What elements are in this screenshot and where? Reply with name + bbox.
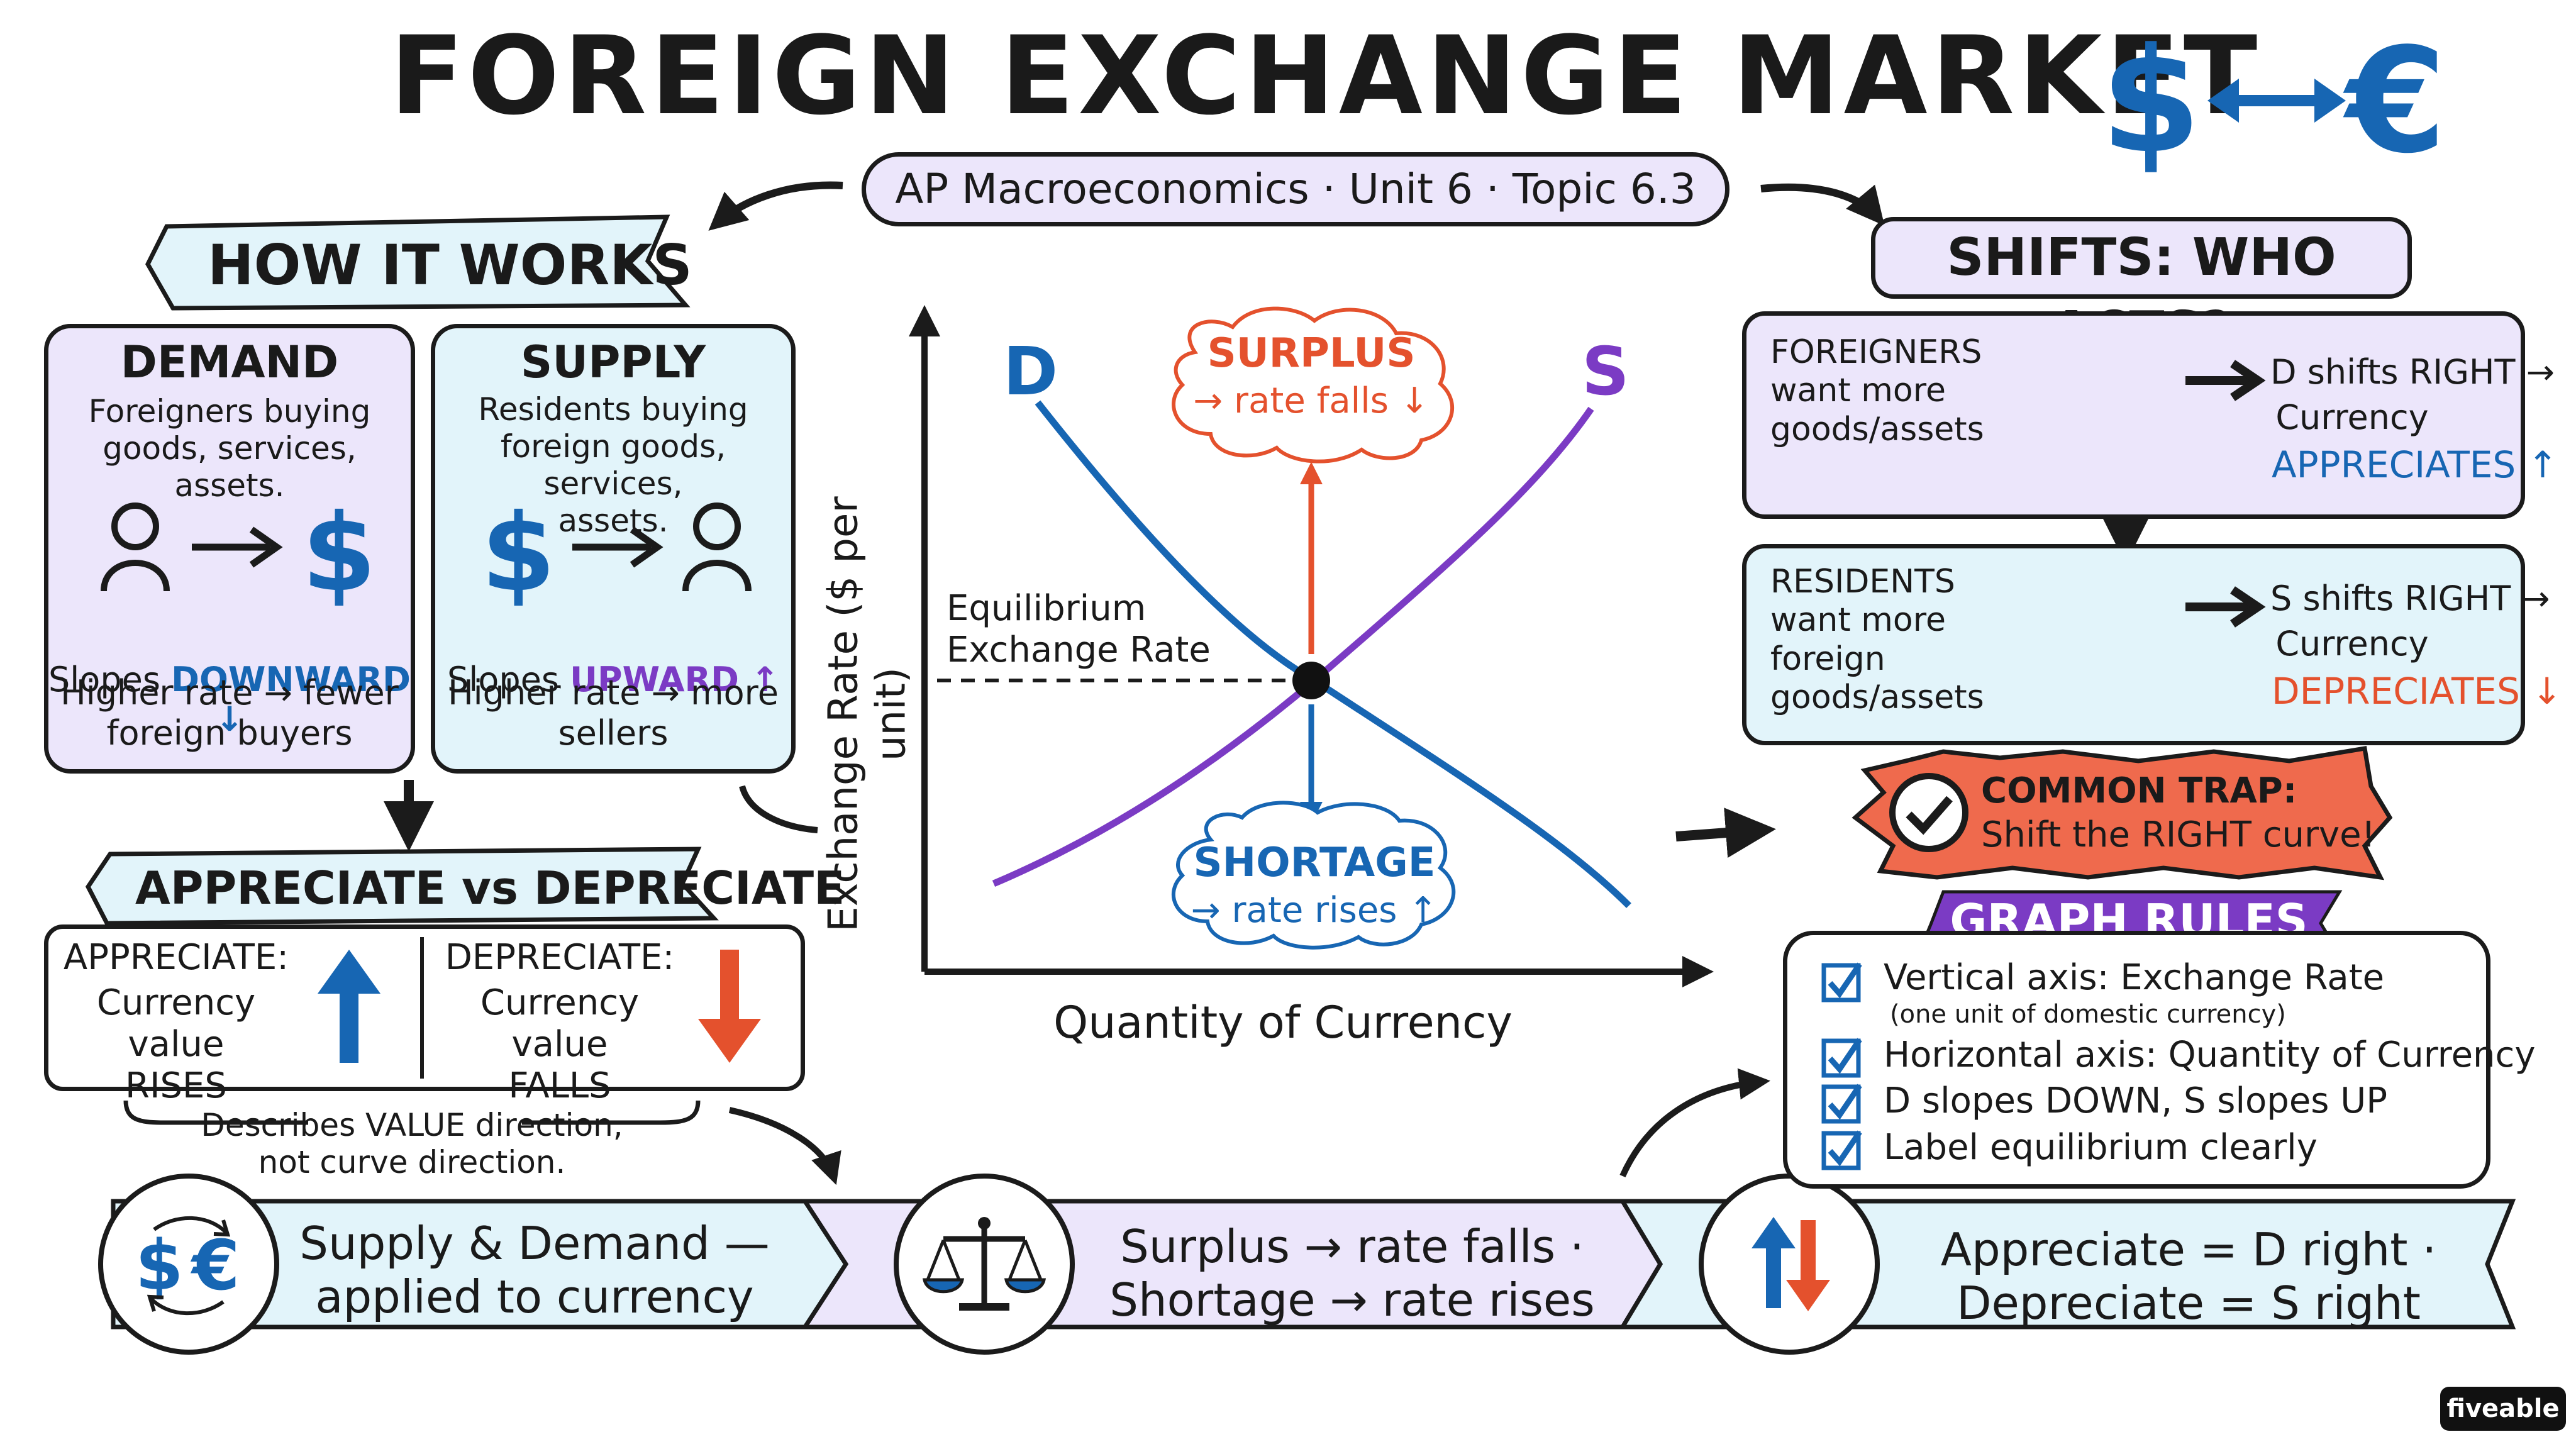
rule-1-sub: (one unit of domestic currency) xyxy=(1890,1000,2286,1029)
page-title: FOREIGN EXCHANGE MARKET xyxy=(390,13,2262,139)
arrow-graph-to-trap xyxy=(1675,808,1776,858)
shifts-banner: SHIFTS: WHO ACTS? xyxy=(1871,217,2412,360)
surplus-desc: → rate falls ↓ xyxy=(1193,380,1430,421)
demand-title: DEMAND xyxy=(120,336,339,388)
demand-curve-label: D xyxy=(1003,333,1058,410)
brand-text: fiveable xyxy=(2446,1394,2560,1423)
depreciate-title: DEPRECIATE: xyxy=(445,937,675,978)
supply-title: SUPPLY xyxy=(520,336,706,388)
demand-slope-value: DOWNWARD ↓ xyxy=(171,659,411,740)
equilibrium-label: Equilibrium Exchange Rate xyxy=(947,588,1211,671)
appreciate-divider xyxy=(420,937,424,1079)
shortage-desc: → rate rises ↑ xyxy=(1191,890,1438,931)
rule-4-text: Label equilibrium clearly xyxy=(1884,1127,2318,1168)
arrow-up-icon xyxy=(311,947,387,1066)
demand-note: Higher rate → fewer foreign buyers xyxy=(60,673,399,753)
appreciate-banner: APPRECIATE vs DEPRECIATE xyxy=(135,862,845,914)
svg-text:$: $ xyxy=(2101,18,2201,186)
residents-currency: Currency xyxy=(2275,624,2429,663)
supply-curve-label: S xyxy=(1582,333,1629,410)
rule-3-text: D slopes DOWN, S slopes UP xyxy=(1884,1080,2388,1121)
supply-slope: Slopes UPWARD ↑ xyxy=(431,619,796,699)
bracket-icon xyxy=(119,1097,704,1135)
graph-x-label: Quantity of Currency xyxy=(1053,997,1513,1048)
appreciate-title: APPRECIATE: xyxy=(63,937,289,978)
trap-title: COMMON TRAP: xyxy=(1981,770,2297,811)
arrow-right-icon xyxy=(569,522,663,572)
svg-text:$: $ xyxy=(135,1225,184,1306)
arrow-right-icon xyxy=(2182,585,2266,629)
value-direction-note: Describes VALUE direction, not curve dir… xyxy=(201,1107,623,1180)
shortage-title: SHORTAGE xyxy=(1193,840,1436,886)
demand-desc: Foreigners buying goods, services, asset… xyxy=(88,393,371,504)
residents-card xyxy=(1742,544,2525,745)
foreigners-currency: Currency xyxy=(2275,397,2429,437)
dollar-euro-exchange-icon: $ € xyxy=(2094,18,2484,186)
rule-1-text: Vertical axis: Exchange Rate xyxy=(1884,957,2385,998)
appreciate-depreciate-card xyxy=(44,924,805,1091)
foreigners-result: APPRECIATES ↑ xyxy=(2272,443,2558,486)
checkbox-icon xyxy=(1821,1080,1865,1124)
arrow-down-icon xyxy=(692,947,767,1066)
residents-result: DEPRECIATES ↓ xyxy=(2272,670,2562,713)
svg-text:€: € xyxy=(2343,18,2446,186)
currency-exchange-icon: $ € xyxy=(119,1195,258,1333)
checkbox-icon xyxy=(1821,1035,1865,1079)
svg-text:€: € xyxy=(190,1225,240,1306)
residents-shift: S shifts RIGHT → xyxy=(2270,579,2550,618)
supply-desc: Residents buying foreign goods, services… xyxy=(478,391,748,539)
demand-slope: Slopes DOWNWARD ↓ xyxy=(44,619,415,740)
person-icon xyxy=(94,500,176,594)
appreciate-desc: Currency value RISES xyxy=(96,982,256,1107)
demand-slope-prefix: Slopes xyxy=(48,659,172,699)
how-it-works-banner-shape xyxy=(145,214,691,311)
arrow-to-shifts xyxy=(1760,183,1885,226)
checkbox-icon xyxy=(1821,1127,1865,1171)
foreigners-card xyxy=(1742,311,2525,519)
supply-slope-value: UPWARD ↑ xyxy=(570,659,779,699)
summary-text-1: Supply & Demand — applied to currency xyxy=(299,1217,770,1323)
summary-text-2: Surplus → rate falls · Shortage → rate r… xyxy=(1109,1220,1595,1326)
subtitle-pill: AP Macroeconomics · Unit 6 · Topic 6.3 xyxy=(862,152,1729,226)
foreigners-actor: FOREIGNERS want more goods/assets xyxy=(1770,333,1984,448)
appreciate-banner-shape xyxy=(85,847,719,926)
depreciate-desc: Currency value FALLS xyxy=(480,982,640,1107)
subtitle-text: AP Macroeconomics · Unit 6 · Topic 6.3 xyxy=(895,165,1696,213)
exchange-graph xyxy=(909,305,1714,987)
arrow-summary-to-rules xyxy=(1619,1068,1770,1178)
surplus-cloud-shape xyxy=(1172,306,1455,464)
scale-icon xyxy=(915,1195,1053,1333)
residents-actor: RESIDENTS want more foreign goods/assets xyxy=(1770,563,1984,717)
arrow-right-icon xyxy=(189,522,283,572)
arrow-note-to-summary xyxy=(728,1107,841,1185)
checkmark-circle-icon xyxy=(1887,770,1972,855)
how-it-works-banner: HOW IT WORKS xyxy=(208,233,692,297)
arrow-right-icon xyxy=(2182,358,2266,402)
up-down-arrows-icon xyxy=(1720,1195,1858,1333)
dollar-icon: $ xyxy=(302,491,377,616)
summary-text-3: Appreciate = D right · Depreciate = S ri… xyxy=(1940,1223,2437,1330)
person-icon xyxy=(676,500,758,594)
trap-desc: Shift the RIGHT curve! xyxy=(1981,814,2376,855)
arrow-supply-to-graph xyxy=(739,785,818,833)
graph-rules-card xyxy=(1783,931,2490,1189)
surplus-title: SURPLUS xyxy=(1207,330,1416,377)
common-trap-burst-shape xyxy=(1852,745,2393,880)
brand-badge: fiveable xyxy=(2440,1387,2566,1431)
summary-icon-circle-1 xyxy=(98,1174,279,1355)
rule-2-text: Horizontal axis: Quantity of Currency xyxy=(1884,1035,2536,1075)
equilibrium-point xyxy=(1292,662,1330,699)
dollar-icon: $ xyxy=(481,491,556,616)
arrow-to-how-it-works xyxy=(708,181,843,231)
supply-note: Higher rate → more sellers xyxy=(448,673,779,753)
checkbox-icon xyxy=(1821,959,1865,1003)
supply-slope-prefix: Slopes xyxy=(447,659,570,699)
foreigners-shift: D shifts RIGHT → xyxy=(2270,352,2555,392)
shortage-cloud-shape xyxy=(1171,801,1456,950)
graph-y-label: Exchange Rate ($ per unit) xyxy=(820,496,914,932)
